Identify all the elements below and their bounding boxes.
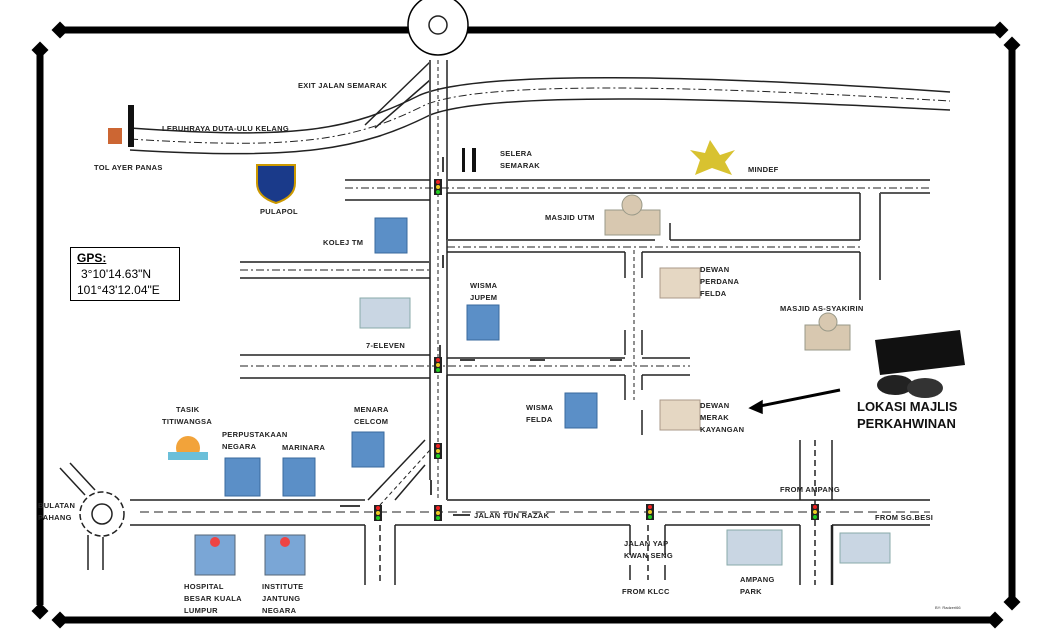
tasik-label-2: TITIWANGSA — [162, 417, 213, 426]
police-crest-icon — [256, 164, 296, 205]
seven-eleven-label: 7-ELEVEN — [366, 341, 406, 350]
traffic-light-icon — [374, 179, 819, 521]
dewan-merak-label-2: MERAK — [700, 413, 729, 422]
from-sgbesi-label: FROM SG.BESI — [875, 513, 934, 522]
dewan-merak-label-1: DEWAN — [700, 401, 730, 410]
from-ampang-label: FROM AMPANG — [780, 485, 840, 494]
gps-latitude: 3°10'14.63"N — [81, 267, 152, 281]
mosque-icon — [604, 194, 851, 351]
pulapol-label: PULAPOL — [260, 207, 298, 216]
highway-label: LEBUHRAYA DUTA-ULU KELANG — [162, 124, 289, 133]
bulatan-label-2: PAHANG — [38, 513, 72, 522]
perpustakaan-label-2: NEGARA — [222, 442, 257, 451]
dewan-perdana-label-3: FELDA — [700, 289, 727, 298]
cutlery-icon — [462, 148, 476, 172]
menara-label-1: MENARA — [354, 405, 389, 414]
kolej-label: KOLEJ TM — [323, 238, 364, 247]
dewan-merak-label-3: KAYANGAN — [700, 425, 745, 434]
menara-label-2: CELCOM — [354, 417, 389, 426]
hospital-label-3: LUMPUR — [184, 606, 218, 615]
masjid-utm-label: MASJID UTM — [545, 213, 595, 222]
apartment-icon — [359, 297, 891, 566]
mindef-label: MINDEF — [748, 165, 779, 174]
ampang-park-label-2: PARK — [740, 587, 762, 596]
mindef-emblem-icon — [690, 140, 735, 175]
venue-label-2: PERKAHWINAN — [857, 416, 956, 431]
tun-razak-label: JALAN TUN RAZAK — [474, 511, 550, 520]
dewan-perdana-label-2: PERDANA — [700, 277, 740, 286]
selera-label-2: SEMARAK — [500, 161, 541, 170]
perpustakaan-label-1: PERPUSTAKAAN — [222, 430, 288, 439]
hospital-label-2: BESAR KUALA — [184, 594, 242, 603]
masjid-as-syakirin-label: MASJID AS-SYAKIRIN — [780, 304, 864, 313]
gps-box: GPS: 3°10'14.63"N 101°43'12.04"E — [70, 247, 180, 301]
building-icon — [224, 217, 598, 497]
hall-icon — [659, 267, 701, 431]
hospital-icon — [194, 534, 306, 576]
wisma-felda-label-1: WISMA — [526, 403, 554, 412]
map-frame — [36, 26, 1016, 624]
credit-label: BY: Radzeri66 — [935, 605, 961, 610]
lake-icon — [168, 436, 208, 460]
ijn-label-2: JANTUNG — [262, 594, 301, 603]
frame-corners — [31, 21, 1021, 629]
yap-label-1: JALAN YAP — [624, 539, 669, 548]
venue-label-1: LOKASI MAJLIS — [857, 399, 958, 414]
selera-label-1: SELERA — [500, 149, 533, 158]
exit-label: EXIT JALAN SEMARAK — [298, 81, 388, 90]
ampang-park-label-1: AMPANG — [740, 575, 775, 584]
tasik-label-1: TASIK — [176, 405, 200, 414]
wisma-felda-label-2: FELDA — [526, 415, 553, 424]
hospital-label-1: HOSPITAL — [184, 582, 224, 591]
marinara-label: MARINARA — [282, 443, 326, 452]
bulatan-label-1: BULATAN — [38, 501, 76, 510]
wisma-jupem-label-2: JUPEM — [470, 293, 498, 302]
toll-gate-icon — [108, 105, 134, 147]
ijn-label-3: NEGARA — [262, 606, 297, 615]
dewan-perdana-label-1: DEWAN — [700, 265, 730, 274]
yap-label-2: KWAN SENG — [624, 551, 673, 560]
gps-title: GPS: — [77, 251, 107, 265]
ijn-label-1: INSTITUTE — [262, 582, 304, 591]
from-klcc-label: FROM KLCC — [622, 587, 670, 596]
venue-icon — [875, 330, 965, 398]
wisma-jupem-label-1: WISMA — [470, 281, 498, 290]
gps-longitude: 101°43'12.04"E — [77, 283, 160, 297]
toll-label: TOL AYER PANAS — [94, 163, 163, 172]
